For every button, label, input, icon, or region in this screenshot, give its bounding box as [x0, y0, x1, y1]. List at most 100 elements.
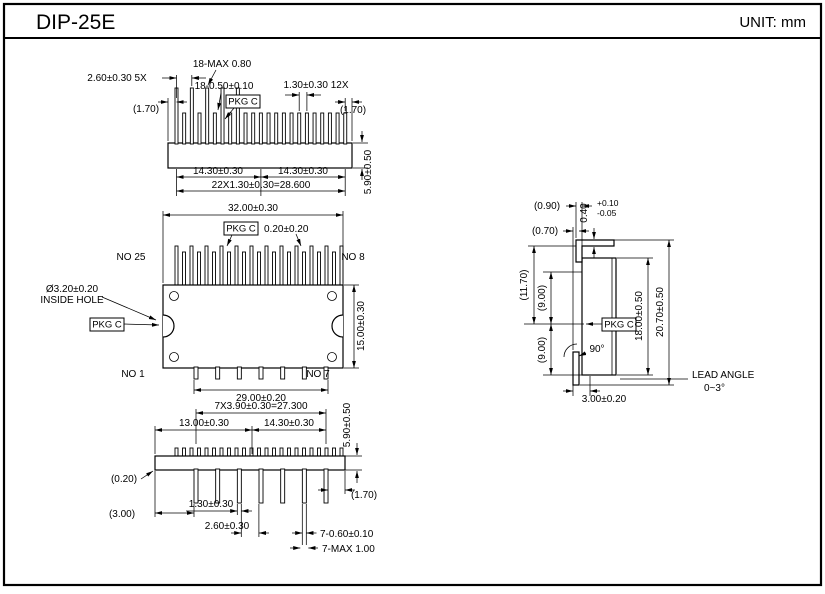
bottom-dims [140, 409, 362, 550]
plan-view: PKG C PKG C 32.00±0.30 0.20±0.20 Ø3.20±0… [40, 203, 367, 404]
plan-left-notch [162, 314, 175, 338]
pin [258, 112, 263, 145]
bottom-body [154, 455, 346, 471]
pin [343, 112, 348, 145]
pin [274, 112, 279, 145]
bottom-pin-width-label: 1.30±0.30 [189, 499, 234, 510]
pin [227, 251, 231, 287]
pin [189, 87, 194, 145]
pin [257, 251, 261, 287]
pin [251, 112, 256, 145]
pin [281, 112, 286, 145]
side-top-lead [575, 239, 615, 263]
pin [323, 468, 329, 504]
pin [193, 468, 199, 504]
plan-bottom-span-label: 29.00±0.20 [236, 393, 286, 404]
pin [272, 251, 276, 287]
pin [294, 245, 299, 287]
pin [236, 468, 242, 504]
pin [324, 245, 329, 287]
pin [301, 366, 307, 380]
pin [323, 366, 329, 380]
pin [212, 251, 216, 287]
plan-pin-no25-label: NO 25 [117, 252, 146, 263]
side-tol-plus-label: +0.10 [597, 198, 619, 208]
side-bottom-lead [572, 351, 580, 386]
pin [243, 112, 248, 145]
side-pkg-c-box [601, 317, 637, 332]
bottom-half-right-label: 14.30±0.30 [264, 418, 314, 429]
front-body [167, 142, 353, 169]
pin [289, 112, 294, 145]
pin [219, 245, 224, 287]
pin [228, 112, 233, 145]
side-lead-thickness-label: 0.40 [579, 203, 590, 223]
pin [182, 251, 186, 287]
side-dims [524, 202, 688, 396]
side-dim-900-lower-label: (9.00) [537, 337, 548, 363]
pin [335, 112, 340, 145]
side-lead-angle-label: LEAD ANGLE [692, 370, 755, 381]
side-top-gap-label: (0.90) [534, 201, 560, 212]
pin [332, 251, 336, 287]
plan-corner-hole [327, 291, 337, 301]
plan-corner-hole [169, 352, 179, 362]
plan-body [162, 284, 344, 369]
pin [301, 468, 307, 504]
front-half-left-label: 14.30±0.30 [193, 166, 243, 177]
bottom-edge-gap-label: (3.00) [109, 509, 135, 520]
pin [236, 366, 242, 380]
plan-right-notch [331, 314, 344, 338]
bottom-view: 7X3.90±0.30=27.300 13.00±0.30 14.30±0.30… [109, 401, 377, 555]
bottom-lead-width-label: 7-0.60±0.10 [320, 529, 374, 540]
plan-hole-name-label: INSIDE HOLE [40, 295, 104, 306]
side-dim-900-upper-label: (9.00) [537, 285, 548, 311]
pin [297, 112, 302, 145]
pin [204, 245, 209, 287]
plan-body-depth-label: 15.00±0.30 [356, 301, 367, 351]
pin [174, 245, 179, 287]
front-pitch-5x-label: 2.60±0.30 5X [87, 73, 147, 84]
front-left-gap-label: (1.70) [133, 104, 159, 115]
front-pitch-12x-label: 1.30±0.30 12X [284, 80, 349, 91]
pin [312, 112, 317, 145]
bottom-lead-max-label: 7-MAX 1.00 [322, 544, 375, 555]
side-lead-angle-value: 0~3° [704, 383, 725, 394]
bottom-pin-gap-label: 2.60±0.30 [205, 521, 250, 532]
pin [320, 112, 325, 145]
side-tol-minus-label: -0.05 [597, 208, 617, 218]
plan-pins-bottom [193, 366, 329, 380]
plan-pkg-c-left-label: PKG C [92, 320, 122, 331]
pin [279, 245, 284, 287]
pin [215, 366, 221, 380]
pin [193, 366, 199, 380]
bottom-stubs [174, 447, 344, 458]
unit-label: UNIT: mm [739, 14, 806, 31]
side-lead-offset-label: (0.70) [532, 226, 558, 237]
pin [317, 251, 321, 287]
pin [249, 245, 254, 287]
bottom-pins [193, 468, 329, 504]
pin [287, 251, 291, 287]
pin [189, 245, 194, 287]
plan-pin-offset-label: 0.20±0.20 [264, 224, 309, 235]
front-pins [174, 87, 348, 145]
pin [197, 112, 202, 145]
pin [264, 245, 269, 287]
pin [309, 245, 314, 287]
pin [302, 251, 306, 287]
side-overall-height-label: 20.70±0.50 [655, 287, 666, 337]
bottom-body-height-label: 5.90±0.50 [342, 402, 353, 447]
plan-corner-hole [169, 291, 179, 301]
front-view: PKG C 2.60±0.30 5X 18-MAX 0.80 18-0.50±0… [87, 59, 374, 196]
plan-body-width-label: 32.00±0.30 [228, 203, 278, 214]
plan-hole-dia-label: Ø3.20±0.20 [46, 284, 99, 295]
sheet-title: DIP-25E [36, 11, 115, 34]
pin [182, 112, 187, 145]
plan-pkg-c-left-box [89, 317, 125, 332]
side-dim-1170-label: (11.70) [519, 270, 530, 301]
bottom-half-left-label: 13.00±0.30 [179, 418, 229, 429]
pin [258, 366, 264, 380]
